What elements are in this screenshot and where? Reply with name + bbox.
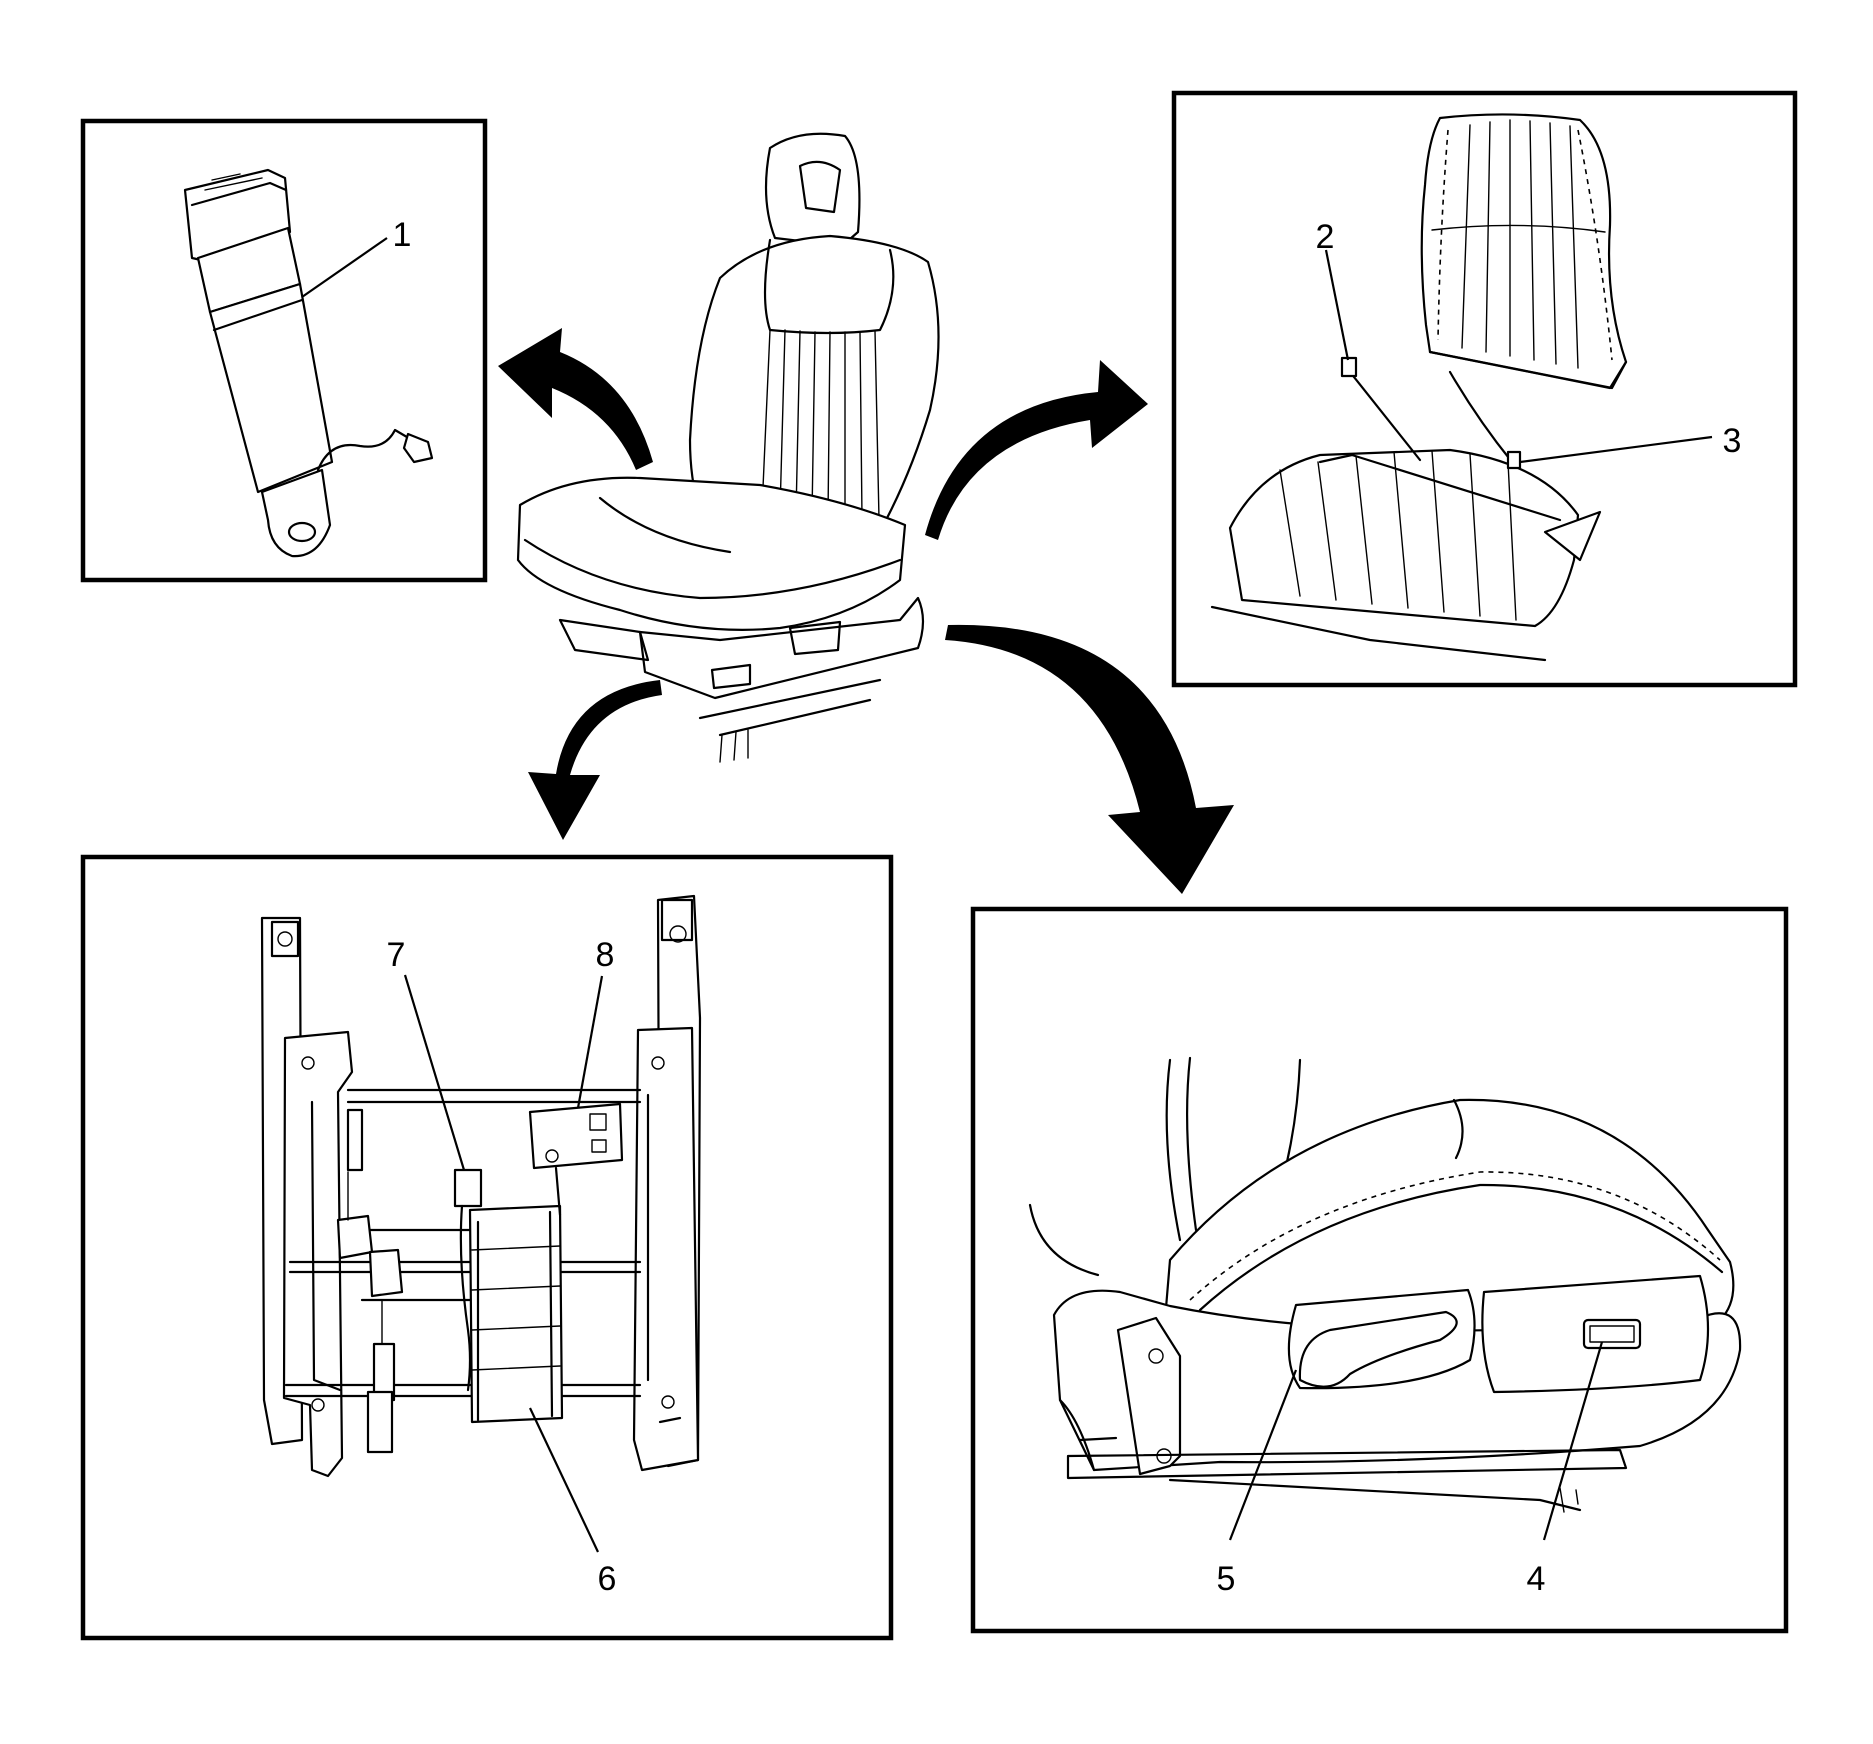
seat-belt-buckle-illustration	[183, 168, 434, 558]
callout-8: 8	[596, 936, 615, 974]
panel-seat-covers: 2 3	[1171, 90, 1798, 688]
seat-adjuster-illustration	[260, 894, 702, 1553]
panel-seat-side-controls: 5 4	[970, 906, 1789, 1634]
seat-side-illustration	[1028, 1056, 1742, 1541]
wiring-harness	[1348, 370, 1422, 462]
callout-5: 5	[1217, 1560, 1236, 1598]
arrow-to-seat-side	[945, 624, 1234, 894]
arrow-to-buckle	[498, 328, 653, 470]
callout-6: 6	[598, 1560, 617, 1598]
arrow-to-track-motor	[528, 680, 662, 840]
callout-2: 2	[1316, 218, 1335, 256]
seat-cushion-cover-illustration	[1210, 448, 1602, 662]
arrow-to-covers	[925, 360, 1148, 540]
callout-1: 1	[393, 216, 412, 254]
seatback-cover-illustration	[1420, 113, 1628, 390]
callout-7: 7	[387, 936, 406, 974]
complete-seat-illustration	[516, 132, 940, 763]
callout-3: 3	[1723, 422, 1742, 460]
arrows	[498, 328, 1234, 894]
panel-seat-adjuster: 7 8 6	[80, 854, 894, 1641]
callout-4: 4	[1527, 1560, 1546, 1598]
panel-seat-belt-buckle: 1	[80, 118, 488, 583]
